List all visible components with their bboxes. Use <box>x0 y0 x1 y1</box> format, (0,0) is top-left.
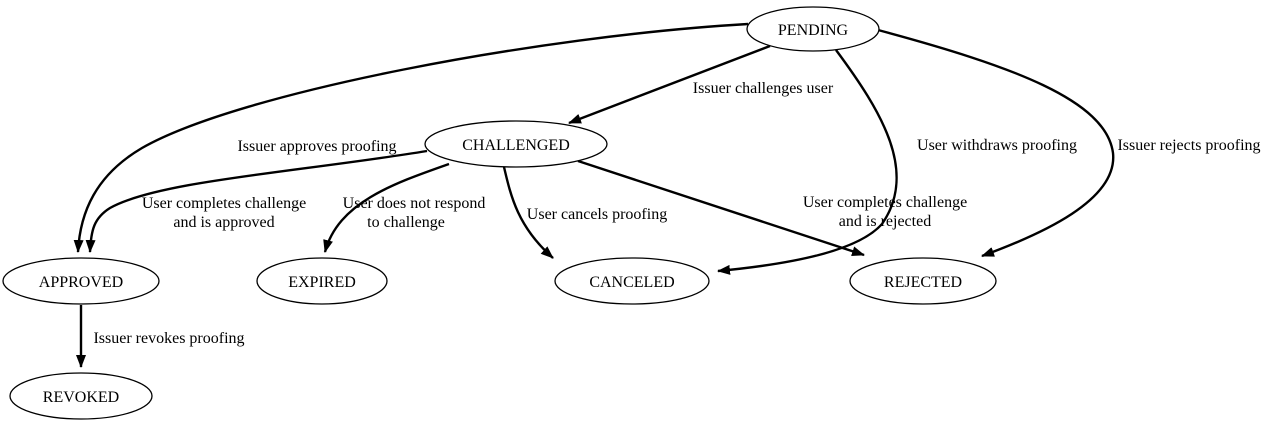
edge-label-challenged-expired-line1: User does not respond <box>343 195 486 212</box>
node-revoked-ellipse <box>9 372 153 420</box>
node-pending-label: PENDING <box>778 22 849 39</box>
edge-challenged-canceled <box>502 166 554 259</box>
edge-challenged-rejected <box>577 159 865 257</box>
edge-label-pending-rejected: Issuer rejects proofing <box>1117 137 1260 154</box>
edge-challenged-approved <box>85 149 428 253</box>
edge-label-challenged-rejected-line2: and is rejected <box>839 213 931 230</box>
edge-label-challenged-expired-line2: to challenge <box>367 214 445 231</box>
edge-label-challenged-rejected-line1: User completes challenge <box>803 194 967 211</box>
edge-label-challenged-approved-line2: and is approved <box>173 214 274 231</box>
nodes-group: PENDING CHALLENGED APPROVED EXPIRED CANC… <box>2 6 997 420</box>
edge-challenged-expired <box>323 162 450 253</box>
node-rejected: REJECTED <box>849 257 997 305</box>
node-challenged: CHALLENGED <box>424 120 608 168</box>
edge-pending-challenged <box>568 44 771 125</box>
edge-pending-approved <box>73 22 749 253</box>
edge-pending-rejected <box>877 28 1115 258</box>
edge-label-pending-challenged: Issuer challenges user <box>693 80 834 97</box>
edge-label-challenged-approved-line1: User completes challenge <box>142 195 306 212</box>
edge-pending-canceled <box>717 49 898 275</box>
node-expired-label: EXPIRED <box>288 274 356 291</box>
node-approved-label: APPROVED <box>39 274 123 291</box>
edge-labels-group: Issuer challenges user Issuer approves p… <box>93 80 1260 347</box>
node-rejected-label: REJECTED <box>884 274 962 291</box>
node-canceled-ellipse <box>554 257 710 305</box>
node-approved-ellipse <box>2 257 160 305</box>
node-rejected-ellipse <box>849 257 997 305</box>
edge-label-challenged-canceled: User cancels proofing <box>527 206 667 223</box>
edge-label-pending-canceled: User withdraws proofing <box>917 137 1077 154</box>
node-pending-ellipse <box>746 6 880 52</box>
node-canceled: CANCELED <box>554 257 710 305</box>
node-pending: PENDING <box>746 6 880 52</box>
node-challenged-label: CHALLENGED <box>462 137 570 154</box>
node-revoked-label: REVOKED <box>43 389 119 406</box>
edges-group <box>73 22 1115 368</box>
node-expired: EXPIRED <box>256 257 388 305</box>
edge-label-pending-approved: Issuer approves proofing <box>237 138 396 155</box>
edge-label-approved-revoked: Issuer revokes proofing <box>93 330 244 347</box>
node-challenged-ellipse <box>424 120 608 168</box>
node-expired-ellipse <box>256 257 388 305</box>
node-revoked: REVOKED <box>9 372 153 420</box>
node-canceled-label: CANCELED <box>589 274 674 291</box>
node-approved: APPROVED <box>2 257 160 305</box>
